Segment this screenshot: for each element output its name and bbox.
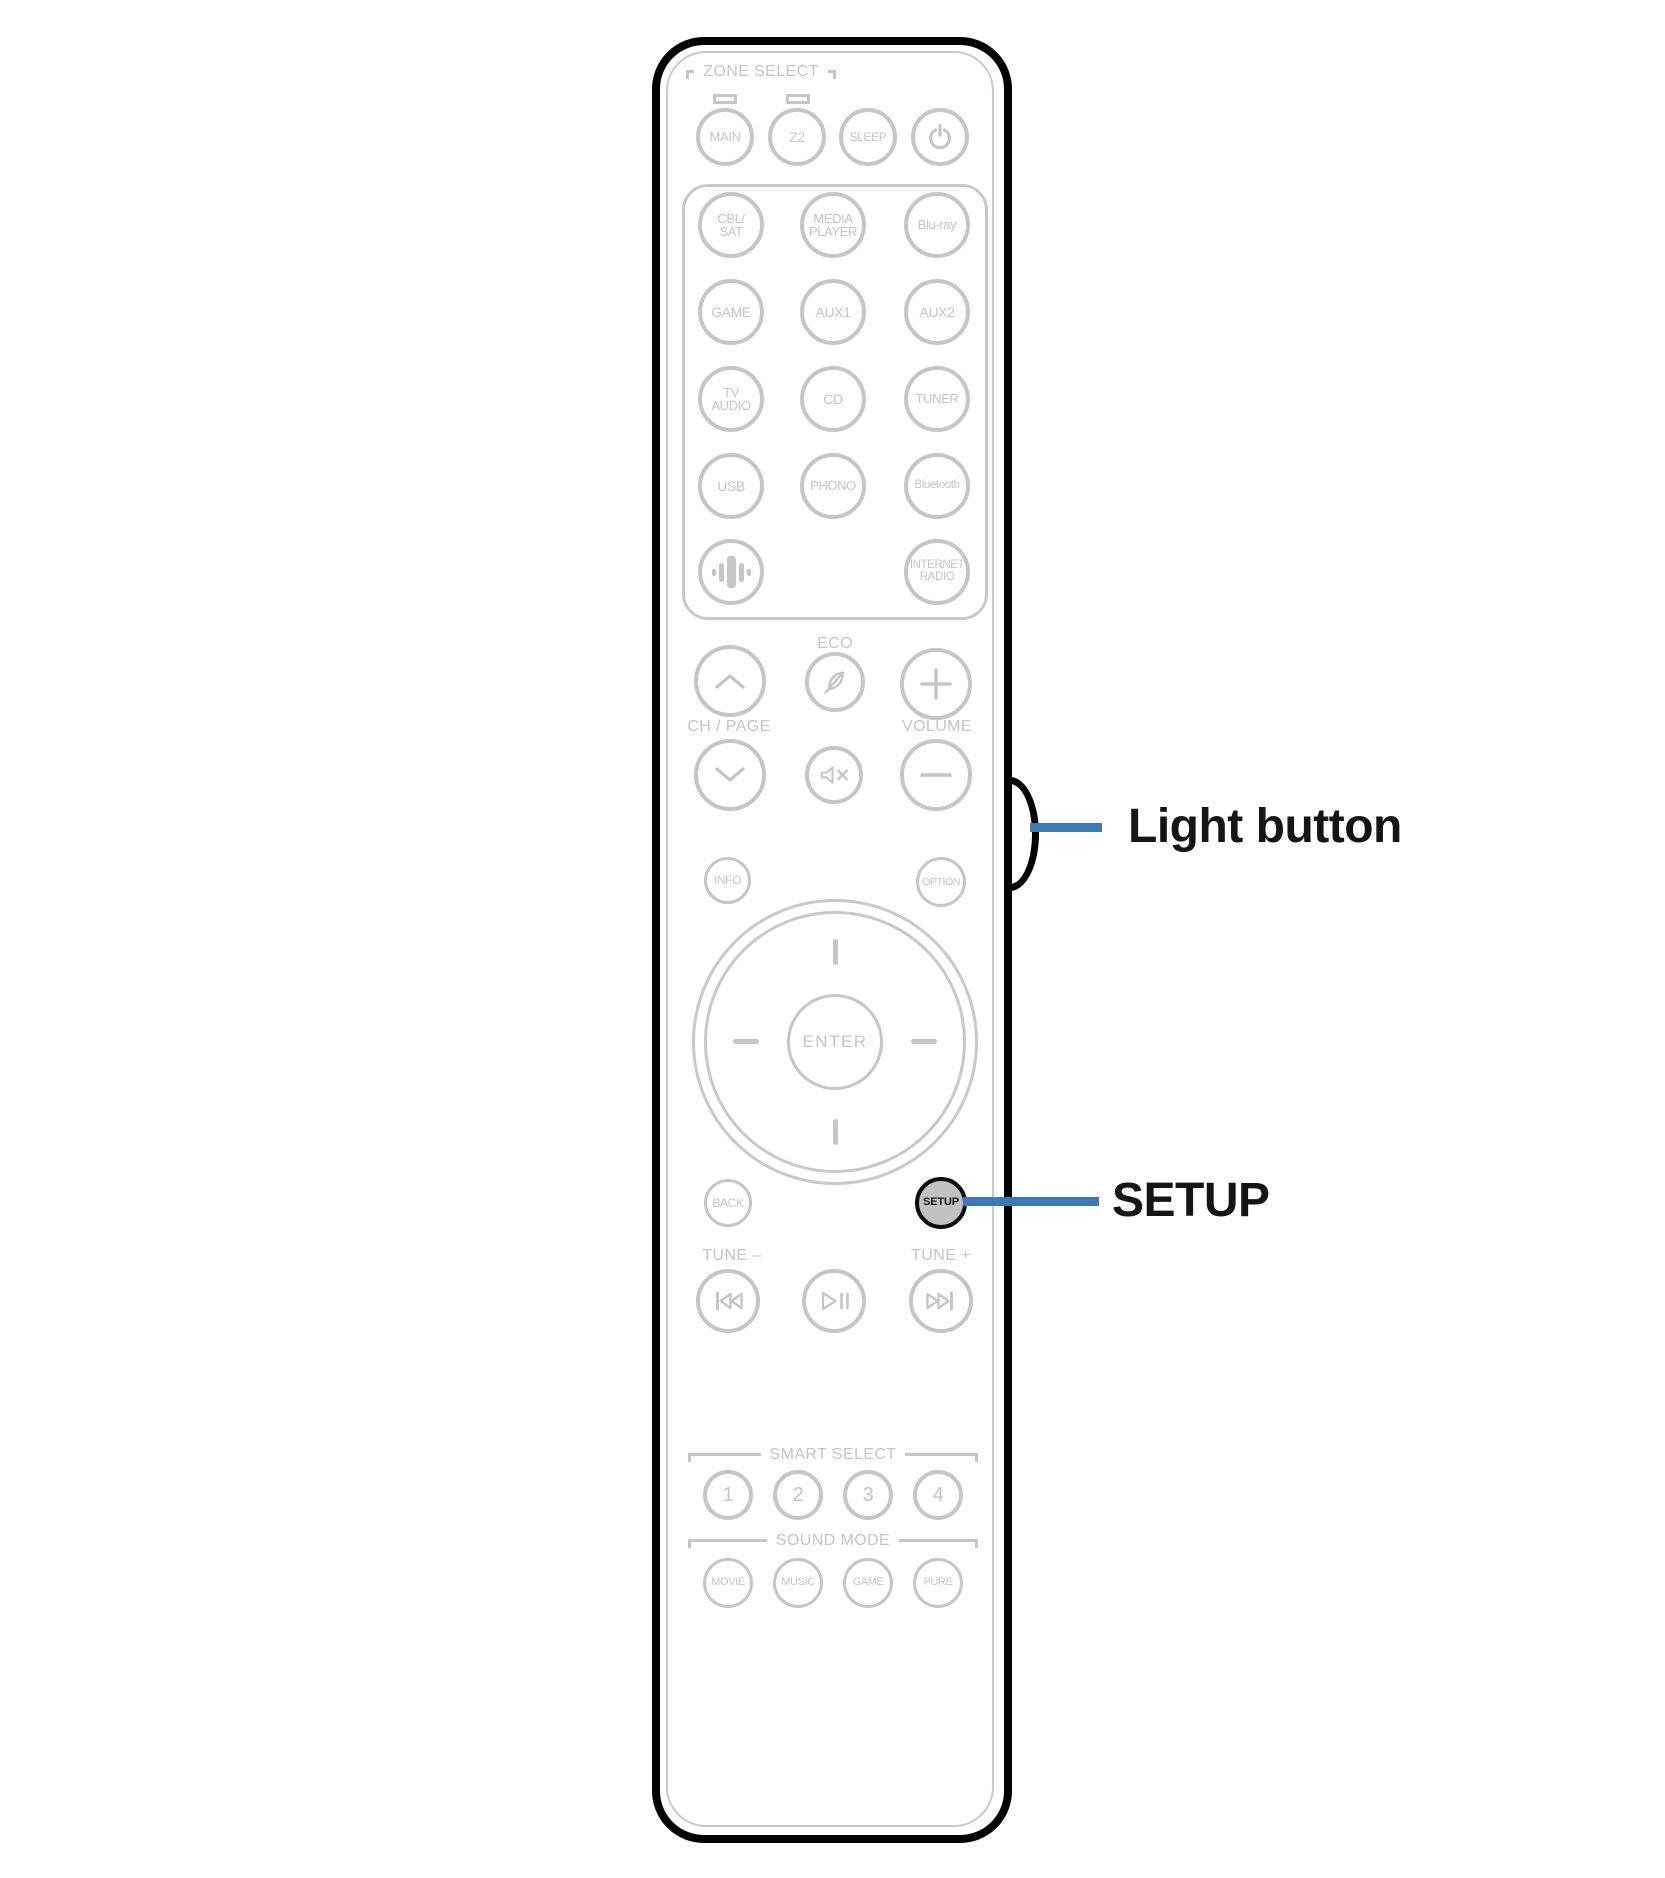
enter-button[interactable]: ENTER	[787, 994, 883, 1090]
music-button[interactable]: MUSIC	[773, 1558, 823, 1608]
bracket-right-icon	[827, 70, 836, 79]
light-callout-line	[1030, 823, 1102, 832]
cursor-down-icon	[833, 1119, 838, 1145]
eco-button[interactable]	[805, 652, 865, 712]
smart-select-label: SMART SELECT	[769, 1446, 897, 1463]
cbl-sat-button[interactable]: CBL/ SAT	[698, 192, 764, 258]
mute-icon	[817, 747, 851, 804]
bracket-left-icon	[688, 1539, 767, 1548]
info-button[interactable]: INFO	[704, 857, 751, 904]
smart-select-header: SMART SELECT	[688, 1446, 979, 1463]
cd-button[interactable]: CD	[800, 366, 866, 432]
cursor-right-icon	[911, 1039, 937, 1044]
sound-mode-header: SOUND MODE	[688, 1532, 979, 1549]
smart-select-4-button[interactable]: 4	[913, 1470, 963, 1520]
back-button[interactable]: BACK	[704, 1179, 752, 1227]
channel-down-button[interactable]	[694, 739, 766, 811]
channel-up-button[interactable]	[694, 645, 766, 717]
sleep-button[interactable]: SLEEP	[839, 108, 897, 166]
volume-down-button[interactable]	[900, 739, 972, 811]
chevron-up-icon	[711, 655, 749, 708]
smart-select-3-button[interactable]: 3	[843, 1470, 893, 1520]
heos-button[interactable]	[698, 539, 764, 605]
zone-select-label: ZONE SELECT	[703, 63, 819, 80]
game-button[interactable]: GAME	[698, 279, 764, 345]
zone-select-header: ZONE SELECT	[686, 64, 836, 80]
setup-callout-label: SETUP	[1112, 1174, 1270, 1227]
ch-page-label: CH / PAGE	[687, 718, 771, 735]
light-button-bump[interactable]	[1010, 777, 1039, 891]
zone2-button[interactable]: Z2	[768, 108, 826, 166]
heos-icon	[711, 556, 751, 588]
blu-ray-button[interactable]: Blu-ray	[904, 192, 970, 258]
eco-label: ECO	[817, 635, 853, 652]
usb-button[interactable]: USB	[698, 453, 764, 519]
main-zone-button[interactable]: MAIN	[696, 108, 754, 166]
aux2-button[interactable]: AUX2	[904, 279, 970, 345]
leaf-icon	[820, 651, 850, 714]
bracket-right-icon	[899, 1539, 979, 1548]
smart-select-1-button[interactable]: 1	[703, 1470, 753, 1520]
zone2-led	[786, 94, 810, 104]
plus-icon	[917, 649, 955, 720]
bracket-left-icon	[688, 1453, 761, 1462]
play-pause-icon	[816, 1272, 852, 1331]
source-panel	[682, 184, 988, 620]
minus-icon	[917, 740, 955, 811]
sound-mode-label: SOUND MODE	[775, 1532, 891, 1549]
skip-forward-button[interactable]	[909, 1269, 973, 1333]
light-callout-label: Light button	[1128, 800, 1402, 853]
tune-plus-label: TUNE +	[911, 1247, 971, 1264]
power-button[interactable]	[911, 108, 969, 166]
chevron-down-icon	[711, 749, 749, 802]
internet-radio-button[interactable]: INTERNET RADIO	[904, 539, 970, 605]
aux1-button[interactable]: AUX1	[800, 279, 866, 345]
media-player-button[interactable]: MEDIA PLAYER	[800, 192, 866, 258]
tv-audio-button[interactable]: TV AUDIO	[698, 366, 764, 432]
smart-select-2-button[interactable]: 2	[773, 1470, 823, 1520]
game-mode-button[interactable]: GAME	[843, 1558, 893, 1608]
remote-inner-outline	[666, 51, 994, 1827]
power-icon	[925, 106, 955, 169]
pure-button[interactable]: PURE	[913, 1558, 963, 1608]
skip-back-button[interactable]	[696, 1269, 760, 1333]
option-button[interactable]: OPTION	[916, 857, 966, 907]
tuner-button[interactable]: TUNER	[904, 366, 970, 432]
cursor-left-icon	[733, 1039, 759, 1044]
bracket-right-icon	[905, 1453, 979, 1462]
tune-minus-label: TUNE –	[702, 1247, 762, 1264]
bluetooth-button[interactable]: Bluetooth	[904, 453, 970, 519]
setup-callout-line	[963, 1197, 1099, 1206]
mute-button[interactable]	[805, 746, 863, 804]
movie-button[interactable]: MOVIE	[703, 1558, 753, 1608]
setup-button[interactable]: SETUP	[915, 1177, 967, 1229]
bracket-left-icon	[686, 70, 695, 79]
play-pause-button[interactable]	[802, 1269, 866, 1333]
main-zone-led	[713, 94, 737, 104]
skip-back-icon	[711, 1272, 745, 1331]
volume-label: VOLUME	[902, 718, 972, 735]
cursor-up-icon	[833, 939, 838, 965]
skip-forward-icon	[924, 1272, 958, 1331]
phono-button[interactable]: PHONO	[800, 453, 866, 519]
volume-up-button[interactable]	[900, 648, 972, 720]
